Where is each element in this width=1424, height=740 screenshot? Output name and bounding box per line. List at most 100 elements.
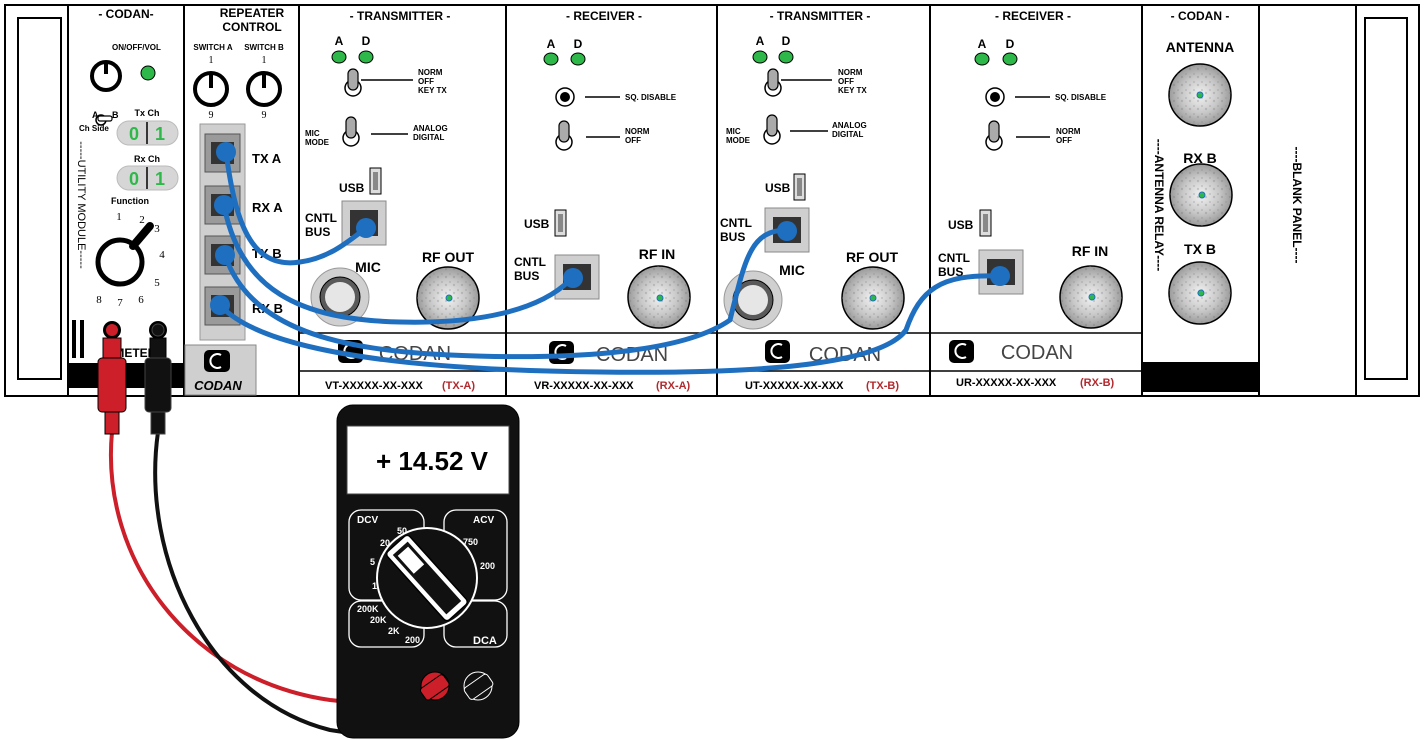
tx-ch-display[interactable]: 0 1 — [116, 120, 179, 146]
tx-b-led-d — [778, 50, 794, 64]
utility-brand: - CODAN- — [98, 7, 153, 21]
rx-a-sq-disable-button[interactable] — [555, 87, 620, 107]
repeater-logo-text: CODAN — [194, 378, 242, 393]
ohm-range-2k: 2K — [388, 626, 400, 636]
tx-b-rf-out-connector[interactable] — [841, 266, 905, 330]
tx-a-norm-off-keytx-switch[interactable] — [344, 68, 413, 97]
tx-b-sw1-keytx: KEY TX — [838, 86, 867, 95]
tx-ch-label: Tx Ch — [134, 108, 159, 118]
tx-a-rf-out-connector[interactable] — [416, 266, 480, 330]
function-knob[interactable] — [95, 222, 154, 287]
rx-a-cntl-bus-1: CNTL — [514, 255, 546, 269]
rx-a-cntl-bus-2: BUS — [514, 269, 539, 283]
codan-logo-icon — [765, 340, 790, 363]
meter-jack-black[interactable] — [149, 321, 167, 339]
switch-a-knob[interactable] — [193, 71, 229, 107]
tx-a-mic-mode-switch[interactable] — [342, 116, 408, 147]
rx-b-cntl-bus-1: CNTL — [938, 251, 970, 265]
rx-b-led-a — [974, 52, 990, 66]
plug-rx-a-cntl — [563, 268, 583, 288]
switch-b-max: 9 — [262, 110, 267, 121]
tx-b-relay-label: TX B — [1184, 241, 1216, 257]
rx-a-led-a — [543, 52, 559, 66]
tx-a-sw2-digital: DIGITAL — [413, 133, 445, 142]
rx-b-rf-label: RF IN — [1072, 243, 1109, 259]
rx-a-norm-off-switch[interactable] — [555, 120, 620, 151]
tx-a-model: VT-XXXXX-XX-XXX — [325, 380, 423, 392]
plug-tx-a-cntl — [356, 218, 376, 238]
utility-handle-bar-2 — [80, 320, 84, 358]
ch-side-switch[interactable] — [95, 114, 113, 126]
rx-ch-display[interactable]: 0 1 — [116, 165, 179, 191]
volume-knob[interactable] — [90, 60, 122, 92]
dcv-range-50: 50 — [397, 526, 407, 536]
blank-panel-label: ----BLANK PANEL---- — [1290, 146, 1304, 263]
rx-b-usb-label: USB — [948, 218, 974, 232]
codan-logo-icon — [949, 340, 974, 363]
utility-side-label: -----UTILITY MODULE----- — [75, 141, 87, 269]
rx-b-norm-off-switch[interactable] — [985, 120, 1050, 151]
tx-b-mic-mode-switch[interactable] — [763, 114, 828, 145]
range-selector-dial[interactable] — [376, 527, 478, 629]
rx-a-model: VR-XXXXX-XX-XXX — [534, 380, 634, 392]
rx-b-cntl-bus-2: BUS — [938, 265, 963, 279]
antenna-relay-bottom-strip — [1142, 362, 1259, 392]
switch-a-max: 9 — [209, 110, 214, 121]
tx-a-sw2-analog: ANALOG — [413, 124, 448, 133]
rx-b-relay-label: RX B — [1183, 150, 1216, 166]
switch-b-label: SWITCH B — [244, 43, 284, 52]
rx-b-sw-norm: NORM — [1056, 127, 1081, 136]
transmitter-b-module: - TRANSMITTER - A D NORM OFF KEY TX MIC … — [720, 9, 905, 392]
tx-b-cntl-bus-2: BUS — [720, 230, 745, 244]
black-probe[interactable] — [144, 337, 172, 435]
rx-a-sq-disable-label: SQ. DISABLE — [625, 93, 677, 102]
utility-handle-bar-1 — [72, 320, 76, 358]
antenna-relay-module: - CODAN - ANTENNA RX B TX B ----ANTENNA … — [1142, 9, 1259, 392]
function-pos-6: 6 — [138, 294, 144, 306]
receiver-a-module: - RECEIVER - A D SQ. DISABLE NORM OFF US… — [514, 9, 691, 392]
tx-b-norm-off-keytx-switch[interactable] — [764, 68, 832, 97]
tx-b-model-tag: (TX-B) — [866, 380, 899, 392]
function-label: Function — [111, 196, 149, 206]
tx-a-led-a-label: A — [335, 34, 344, 48]
tx-a-mic-mode-1: MIC — [305, 129, 320, 138]
black-input-jack[interactable] — [463, 671, 494, 701]
rx-b-model: UR-XXXXX-XX-XXX — [956, 377, 1057, 389]
red-input-jack[interactable] — [419, 671, 450, 701]
switch-b-knob[interactable] — [246, 71, 282, 107]
function-pos-1: 1 — [116, 211, 122, 223]
rx-a-usb-port[interactable] — [554, 209, 567, 237]
rx-b-relay-connector[interactable] — [1169, 163, 1233, 227]
cable-rx-b — [217, 273, 1001, 375]
rx-b-rf-in-connector[interactable] — [1059, 265, 1123, 329]
rack-handle-right — [1364, 17, 1408, 380]
function-pos-3: 3 — [154, 223, 160, 235]
rx-b-usb-port[interactable] — [979, 209, 992, 237]
tx-b-mic-mode-1: MIC — [726, 127, 741, 136]
rx-a-rf-in-connector[interactable] — [627, 265, 691, 329]
rx-b-sq-disable-button[interactable] — [985, 87, 1050, 107]
acv-range-750: 750 — [463, 537, 478, 547]
rx-b-title: - RECEIVER - — [995, 9, 1071, 23]
switch-a-min: 1 — [209, 55, 214, 66]
tx-b-relay-connector[interactable] — [1168, 261, 1232, 325]
meter-jack-red[interactable] — [103, 321, 121, 339]
tx-b-usb-port[interactable] — [793, 173, 806, 201]
antenna-relay-brand: - CODAN - — [1171, 9, 1230, 23]
antenna-connector[interactable] — [1168, 63, 1232, 127]
dcv-range-5: 5 — [370, 557, 375, 567]
plug-tx-b-cntl — [777, 221, 797, 241]
codan-logo-icon — [549, 341, 574, 364]
red-probe[interactable] — [97, 337, 127, 435]
tx-a-usb-port[interactable] — [369, 167, 382, 195]
rx-b-sw-off: OFF — [1056, 136, 1072, 145]
tx-b-sw2-digital: DIGITAL — [832, 130, 864, 139]
rx-b-sq-disable-label: SQ. DISABLE — [1055, 93, 1107, 102]
dcv-range-1: 1 — [372, 581, 377, 591]
tx-a-model-tag: (TX-A) — [442, 380, 475, 392]
tx-a-cntl-bus-2: BUS — [305, 225, 330, 239]
ch-side-label: Ch Side — [79, 124, 109, 133]
rx-a-led-d-label: D — [574, 37, 583, 51]
tx-a-rf-label: RF OUT — [422, 249, 475, 265]
rx-a-led-a-label: A — [547, 37, 556, 51]
